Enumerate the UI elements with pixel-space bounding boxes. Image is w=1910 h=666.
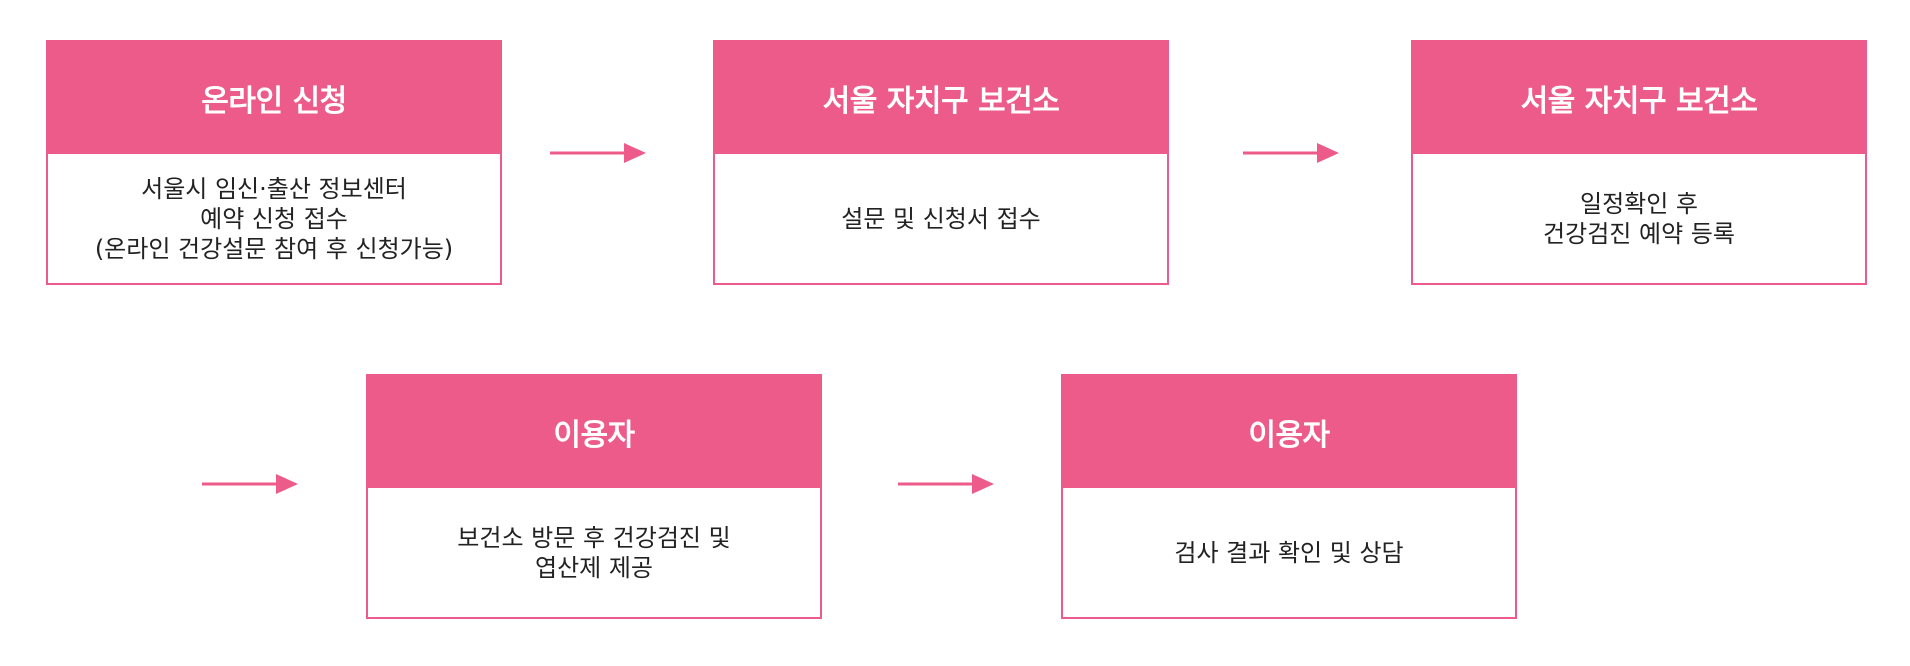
step-1-online-application: 온라인 신청 서울시 임신·출산 정보센터 예약 신청 접수 (온라인 건강설문… <box>46 40 502 285</box>
step-5-description: 검사 결과 확인 및 상담 <box>1063 488 1515 617</box>
step-3-description: 일정확인 후 건강검진 예약 등록 <box>1413 154 1865 283</box>
step-3-health-center: 서울 자치구 보건소 일정확인 후 건강검진 예약 등록 <box>1411 40 1867 285</box>
step-1-description: 서울시 임신·출산 정보센터 예약 신청 접수 (온라인 건강설문 참여 후 신… <box>48 154 500 283</box>
step-4-user-visit: 이용자 보건소 방문 후 건강검진 및 엽산제 제공 <box>366 374 822 619</box>
step-4-line-2: 엽산제 제공 <box>534 553 654 582</box>
step-1-title: 온라인 신청 <box>48 42 500 154</box>
step-4-title: 이용자 <box>368 376 820 488</box>
step-3-line-2: 건강검진 예약 등록 <box>1543 219 1735 248</box>
step-2-line-1: 설문 및 신청서 접수 <box>841 204 1041 233</box>
arrow-right-icon <box>1243 143 1339 163</box>
step-4-line-1: 보건소 방문 후 건강검진 및 <box>457 523 731 552</box>
step-4-description: 보건소 방문 후 건강검진 및 엽산제 제공 <box>368 488 820 617</box>
step-5-user-results: 이용자 검사 결과 확인 및 상담 <box>1061 374 1517 619</box>
arrow-right-icon <box>898 474 994 494</box>
step-5-title: 이용자 <box>1063 376 1515 488</box>
step-1-line-3: (온라인 건강설문 참여 후 신청가능) <box>94 234 454 263</box>
step-3-line-1: 일정확인 후 <box>1579 189 1699 218</box>
arrow-right-icon <box>550 143 646 163</box>
step-2-title: 서울 자치구 보건소 <box>715 42 1167 154</box>
step-2-health-center: 서울 자치구 보건소 설문 및 신청서 접수 <box>713 40 1169 285</box>
step-1-line-2: 예약 신청 접수 <box>200 204 348 233</box>
step-5-line-1: 검사 결과 확인 및 상담 <box>1174 538 1404 567</box>
step-2-description: 설문 및 신청서 접수 <box>715 154 1167 283</box>
step-1-line-1: 서울시 임신·출산 정보센터 <box>141 174 407 203</box>
arrow-right-icon <box>202 474 298 494</box>
step-3-title: 서울 자치구 보건소 <box>1413 42 1865 154</box>
